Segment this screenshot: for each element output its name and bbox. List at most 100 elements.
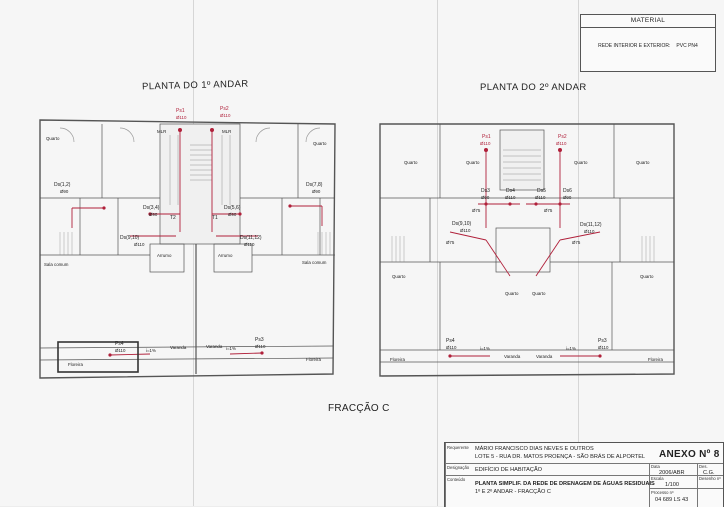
- pipe-label-ps4: Ps4: [115, 341, 124, 347]
- pipe-label-ds-3-4: Ds(3,4): [143, 205, 160, 211]
- pipe-diameter-ds4: Ø110: [505, 195, 516, 200]
- pipe-diameter-ps1: Ø110: [480, 141, 491, 146]
- pipe-diameter-ds6: Ø90: [563, 195, 572, 200]
- mlr-label: MLR: [222, 129, 232, 134]
- diameter-marker-75: Ø75: [544, 208, 553, 213]
- pipe-label-ds5: Ds5: [537, 188, 546, 194]
- pipe-label-ps1: Ps1: [176, 108, 185, 114]
- room-label-quarto: Quarto: [532, 291, 546, 296]
- scale-value: 1/100: [665, 482, 679, 488]
- pipe-diameter-ds3: Ø90: [481, 195, 490, 200]
- pipe-label-ps4: Ps4: [446, 338, 455, 344]
- requester-label: Requerente: [447, 445, 469, 450]
- pipe-diameter-ps1: Ø110: [176, 115, 187, 120]
- room-label-arrumo: Arrumo: [157, 253, 172, 258]
- drawing-number-label: Desenho nº: [699, 476, 721, 481]
- slope-marker: i=1%: [566, 346, 576, 351]
- marker-t1: T1: [212, 215, 218, 221]
- room-label-sala-comum: Sala comum: [302, 260, 327, 265]
- diameter-marker-75: Ø75: [446, 240, 455, 245]
- pipe-label-ps2: Ps2: [220, 106, 229, 112]
- room-label-floreira: Floreira: [68, 362, 83, 367]
- process-value: 04 689 LS 43: [655, 497, 689, 503]
- room-label-quarto: Quarto: [505, 291, 519, 296]
- pipe-label-ps1: Ps1: [482, 134, 491, 140]
- room-label-quarto: Quarto: [313, 141, 327, 146]
- room-label-quarto: Quarto: [636, 160, 650, 165]
- pipe-label-ps3: Ps3: [598, 338, 607, 344]
- material-label: REDE INTERIOR E EXTERIOR:: [598, 43, 671, 49]
- requester-name: MÁRIO FRANCISCO DIAS NEVES E OUTROS: [475, 446, 594, 452]
- pipe-diameter-ps2: Ø110: [220, 113, 231, 118]
- pipe-diameter-ps3: Ø110: [255, 344, 266, 349]
- slope-marker: i=1%: [146, 348, 156, 353]
- pipe-diameter-ds-9-10: Ø110: [460, 228, 471, 233]
- pipe-label-ds-9-10: Ds(9,10): [452, 221, 472, 227]
- title-block: Requerente MÁRIO FRANCISCO DIAS NEVES E …: [444, 442, 724, 507]
- room-label-varanda: Varanda: [536, 354, 553, 359]
- pipe-diameter-ds-3-4: Ø90: [149, 212, 158, 217]
- pipe-label-ps2: Ps2: [558, 134, 567, 140]
- material-value: PVC PN4: [676, 43, 698, 49]
- room-label-floreira: Floreira: [390, 357, 405, 362]
- pipe-label-ds-11-12: Ds(11,12): [240, 235, 262, 241]
- room-label-varanda: Varanda: [206, 344, 223, 349]
- pipe-diameter-ds-11-12: Ø110: [584, 229, 595, 234]
- room-label-quarto: Quarto: [404, 160, 418, 165]
- pipe-label-ds-11-12: Ds(11,12): [580, 222, 602, 228]
- room-label-floreira: Floreira: [648, 357, 663, 362]
- paper-fold-line: [578, 0, 579, 506]
- date-value: 2006/ABR: [659, 470, 685, 476]
- room-label-arrumo: Arrumo: [218, 253, 233, 258]
- pipe-label-ds3: Ds3: [481, 188, 490, 194]
- pipe-diameter-ds-9-10: Ø110: [134, 242, 145, 247]
- pipe-diameter-ps3: Ø110: [598, 345, 609, 350]
- designation-label: Designação: [447, 465, 470, 470]
- plan-title-second-floor: PLANTA DO 2º ANDAR: [480, 82, 587, 93]
- material-box: MATERIAL REDE INTERIOR E EXTERIOR: PVC P…: [580, 14, 716, 72]
- pipe-label-ds-7-8: Ds(7,8): [306, 182, 323, 188]
- pipe-label-ds-1-2: Ds(1,2): [54, 182, 71, 188]
- designer-label: Des.: [699, 464, 708, 469]
- paper-fold-line: [193, 0, 194, 506]
- second-floor-plan: [379, 123, 675, 377]
- material-header: MATERIAL: [581, 15, 715, 28]
- pipe-diameter-ps2: Ø110: [556, 141, 567, 146]
- paper-fold-line: [437, 0, 438, 506]
- first-floor-plan: [39, 119, 336, 379]
- scale-label: Escala: [651, 476, 664, 481]
- room-label-quarto: Quarto: [46, 136, 60, 141]
- pipe-diameter-ps4: Ø110: [446, 345, 457, 350]
- diameter-marker-75: Ø75: [472, 208, 481, 213]
- requester-location: LOTE 5 - RUA DR. MATOS PROENÇA - SÃO BRÁ…: [475, 454, 646, 460]
- room-label-quarto: Quarto: [574, 160, 588, 165]
- diameter-marker-75: Ø75: [572, 240, 581, 245]
- designation-value: EDIFÍCIO DE HABITAÇÃO: [475, 467, 543, 473]
- pipe-diameter-ds-1-2: Ø90: [60, 189, 69, 194]
- process-label: Processo nº: [651, 490, 674, 495]
- pipe-diameter-ps4: Ø110: [115, 348, 126, 353]
- room-label-floreira: Floreira: [306, 357, 321, 362]
- pipe-diameter-ds5: Ø110: [535, 195, 546, 200]
- marker-t2: T2: [170, 215, 176, 221]
- slope-marker: i=1%: [480, 346, 490, 351]
- pipe-diameter-ds-11-12: Ø110: [244, 242, 255, 247]
- room-label-quarto: Quarto: [392, 274, 406, 279]
- slope-marker: i=1%: [226, 346, 236, 351]
- room-label-quarto: Quarto: [640, 274, 654, 279]
- pipe-label-ds4: Ds4: [506, 188, 515, 194]
- pipe-label-ds-5-6: Ds(5,6): [224, 205, 241, 211]
- date-label: Data: [651, 464, 660, 469]
- content-value: PLANTA SIMPLIF. DA REDE DE DRENAGEM DE Á…: [475, 481, 655, 487]
- pipe-diameter-ds-5-6: Ø90: [228, 212, 237, 217]
- mlr-label: MLR: [157, 129, 167, 134]
- pipe-diameter-ds-7-8: Ø90: [312, 189, 321, 194]
- room-label-quarto: Quarto: [466, 160, 480, 165]
- pipe-label-ds-9-10: Ds(9,10): [120, 235, 140, 241]
- pipe-label-ds6: Ds6: [563, 188, 572, 194]
- fraction-caption: FRACÇÃO C: [328, 403, 390, 414]
- room-label-varanda: Varanda: [504, 354, 521, 359]
- room-label-varanda: Varanda: [170, 345, 187, 350]
